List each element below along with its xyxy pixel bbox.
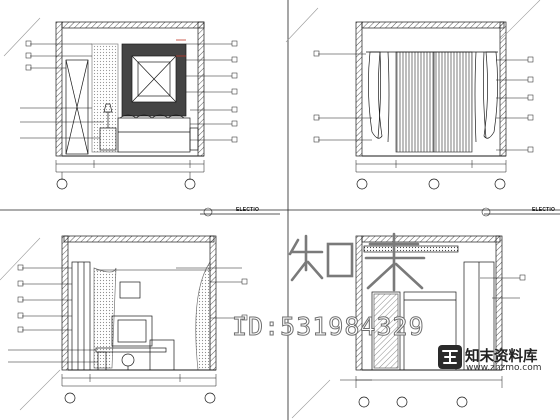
- panel-title-label: ELECTIO: [532, 207, 556, 213]
- panel-title-marker: [481, 207, 491, 217]
- elevation-panel-top-right: [313, 21, 534, 190]
- elevation-panel-top-left: [20, 21, 238, 190]
- brand-watermark: 知末资料库 www.znzmo.com: [437, 340, 560, 380]
- brand-name: 知末资料库: [465, 349, 538, 365]
- diagonal-watermark: [0, 0, 541, 419]
- brand-url: www.znzmo.com: [466, 363, 542, 373]
- panel-title-marker: [203, 207, 213, 217]
- elevation-panel-bottom-left: [8, 235, 248, 404]
- watermark-logo-glyphs: [288, 232, 426, 292]
- elevation-panel-bottom-right: [340, 235, 526, 408]
- panel-title-label: ELECTIO: [236, 207, 260, 213]
- watermark-id: ID:531984329: [232, 312, 425, 342]
- brand-logo-icon: [438, 345, 462, 369]
